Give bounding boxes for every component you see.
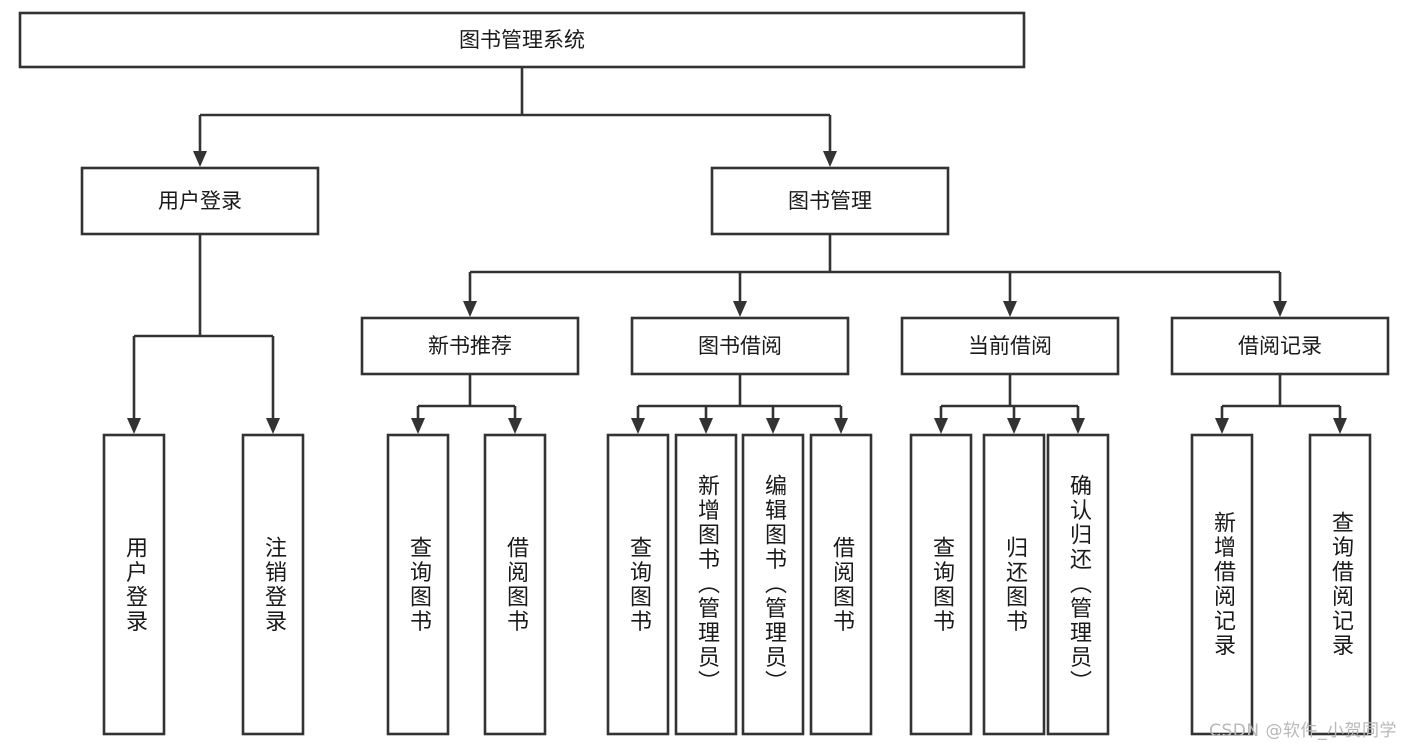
node-level3-0-rect[interactable]: [360, 316, 580, 376]
edge-to-child-2-arrowhead: [766, 418, 780, 434]
node-level2-0-label: 用户登录: [158, 189, 242, 213]
node-root-rect[interactable]: [18, 11, 1026, 69]
edge-to-child-2-arrowhead: [1071, 418, 1085, 434]
node-level3-0-label: 新书推荐: [428, 334, 512, 358]
node-level3-1[interactable]: 图书借阅: [630, 316, 850, 376]
edge-to-child-0-arrowhead: [934, 418, 948, 434]
node-level3-1-rect[interactable]: [630, 316, 850, 376]
leaf-node-9-rect[interactable]: [982, 433, 1046, 736]
edge-to-child-3-arrowhead: [1273, 301, 1287, 317]
leaf-node-8-rect[interactable]: [909, 433, 973, 736]
node-level2-1-label: 图书管理: [788, 189, 872, 213]
edge-to-child-1-arrowhead: [699, 418, 713, 434]
edge-to-child-1-arrowhead: [266, 418, 280, 434]
node-level3-2-rect[interactable]: [900, 316, 1120, 376]
node-level3-3-rect[interactable]: [1170, 316, 1390, 376]
leaf-node-0-rect[interactable]: [102, 433, 166, 736]
edge-to-child-2-arrowhead: [1003, 301, 1017, 317]
node-level3-3[interactable]: 借阅记录: [1170, 316, 1390, 376]
leaf-node-7-rect[interactable]: [809, 433, 873, 736]
node-level2-0-rect[interactable]: [80, 166, 320, 236]
edge-layer: [127, 67, 1347, 434]
edge-to-child-0-arrowhead: [1215, 418, 1229, 434]
node-level3-3-label: 借阅记录: [1238, 334, 1322, 358]
node-level3-2[interactable]: 当前借阅: [900, 316, 1120, 376]
node-level3-0[interactable]: 新书推荐: [360, 316, 580, 376]
node-level2-1[interactable]: 图书管理: [710, 166, 950, 236]
node-level3-1-label: 图书借阅: [698, 334, 782, 358]
edge-to-child-1-arrowhead: [733, 301, 747, 317]
leaf-node-12-rect[interactable]: [1308, 433, 1372, 736]
leaf-node-10-rect[interactable]: [1046, 433, 1110, 736]
edge-to-child-1-arrowhead: [1333, 418, 1347, 434]
leaf-node-3-rect[interactable]: [483, 433, 547, 736]
node-level3-2-label: 当前借阅: [968, 334, 1052, 358]
node-root-label: 图书管理系统: [459, 28, 585, 52]
node-level2-1-rect[interactable]: [710, 166, 950, 236]
edge-to-child-0-arrowhead: [411, 418, 425, 434]
leaf-node-5-rect[interactable]: [674, 433, 738, 736]
edge-to-child-0-arrowhead: [631, 418, 645, 434]
leaf-node-6-rect[interactable]: [741, 433, 805, 736]
edge-to-child-1-arrowhead: [508, 418, 522, 434]
node-level2-0[interactable]: 用户登录: [80, 166, 320, 236]
edge-to-child-0-arrowhead: [463, 301, 477, 317]
leaf-node-11-rect[interactable]: [1190, 433, 1254, 736]
edge-to-child-1-arrowhead: [1007, 418, 1021, 434]
edge-to-child-1-arrowhead: [823, 151, 837, 167]
csdn-watermark: CSDN @软件_小贺同学: [1209, 721, 1397, 741]
edge-to-child-0-arrowhead: [127, 418, 141, 434]
leaf-node-2-rect[interactable]: [386, 433, 450, 736]
leaf-node-4-rect[interactable]: [606, 433, 670, 736]
node-root[interactable]: 图书管理系统: [18, 11, 1026, 69]
edge-to-child-0-arrowhead: [193, 151, 207, 167]
leaf-node-1-rect[interactable]: [241, 433, 305, 736]
edge-to-child-3-arrowhead: [834, 418, 848, 434]
